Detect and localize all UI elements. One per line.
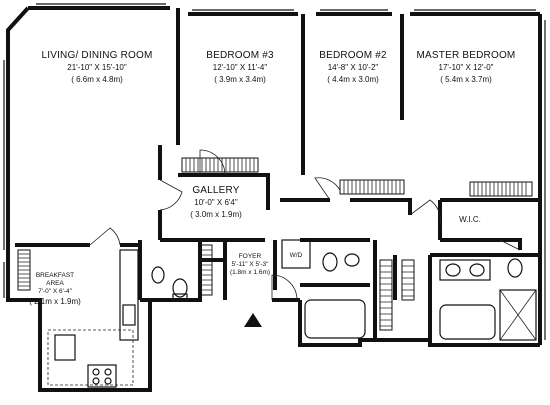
foyer-dim-m: (1.8m x 1.6m): [230, 269, 270, 276]
master-name: MASTER BEDROOM: [417, 50, 516, 61]
entry-arrow: [244, 313, 262, 327]
radiator-breakfast: [17, 249, 31, 291]
master-dim-ft: 17'-10" X 12'-0": [439, 63, 494, 72]
sink-left: [151, 266, 165, 284]
breakfast-name-1: BREAKFAST: [36, 272, 74, 279]
sink-middle: [344, 253, 360, 267]
door-bed2: [314, 177, 341, 201]
toilet-middle: [322, 252, 338, 272]
gallery-dim-m: ( 3.0m x 1.9m): [190, 210, 242, 219]
gallery-dim-ft: 10'-0" X 6'4": [194, 198, 238, 207]
door-wic: [499, 239, 521, 251]
bed3-name: BEDROOM #3: [206, 50, 274, 61]
living-dim-m: ( 6.6m x 4.8m): [71, 75, 123, 84]
living-dim-ft: 21'-10" X 15'-10": [67, 63, 127, 72]
door-entry: [271, 274, 298, 301]
shower-master: [499, 289, 537, 341]
room-labels: LIVING/ DINING ROOM 21'-10" X 15'-10" ( …: [29, 50, 515, 306]
master-dim-m: ( 5.4m x 3.7m): [440, 75, 492, 84]
door-master: [409, 199, 441, 226]
wd-label: W/D: [290, 252, 303, 259]
foyer-dim-ft: 5'-11" X 5'-3": [232, 261, 270, 268]
outer-walls: [3, 3, 546, 392]
kitchen-sink: [122, 304, 136, 326]
fixtures: [47, 239, 537, 388]
kitchen-counter: [119, 249, 139, 341]
bathtub-master: [439, 304, 496, 340]
bed2-name: BEDROOM #2: [319, 50, 387, 61]
bed3-dim-m: ( 3.9m x 3.4m): [214, 75, 266, 84]
bed3-dim-ft: 12'-10" X 11'-4": [213, 63, 268, 72]
bathtub-middle: [304, 299, 366, 339]
breakfast-dim-ft: 7'-0" X 6'-4": [38, 288, 73, 295]
door-bed3: [199, 149, 226, 176]
bed2-dim-ft: 14'-8" X 10'-2": [328, 63, 379, 72]
breakfast-dim-m: ( 2.1m x 1.9m): [29, 297, 81, 306]
radiator-master: [469, 181, 533, 197]
toilet-master: [507, 258, 523, 278]
closet-rods: [199, 244, 415, 331]
gallery-name: GALLERY: [192, 185, 239, 196]
toilet-left: [172, 278, 188, 298]
living-name: LIVING/ DINING ROOM: [41, 50, 152, 61]
radiators: [17, 157, 533, 331]
interior-walls: [15, 8, 540, 340]
kitchen-stove: [87, 364, 117, 388]
radiator-bed2: [339, 179, 405, 195]
bed2-dim-m: ( 4.4m x 3.0m): [327, 75, 379, 84]
door-gallery-left: [159, 179, 183, 211]
doors: [89, 149, 521, 301]
wic-name: W.I.C.: [459, 215, 481, 224]
fridge: [54, 334, 76, 361]
door-breakfast: [89, 227, 121, 246]
washer-dryer: [281, 239, 311, 269]
breakfast-name-2: AREA: [46, 280, 64, 287]
foyer-name: FOYER: [239, 253, 262, 260]
radiator-bed3: [181, 157, 259, 173]
vanity-master: [439, 259, 491, 281]
